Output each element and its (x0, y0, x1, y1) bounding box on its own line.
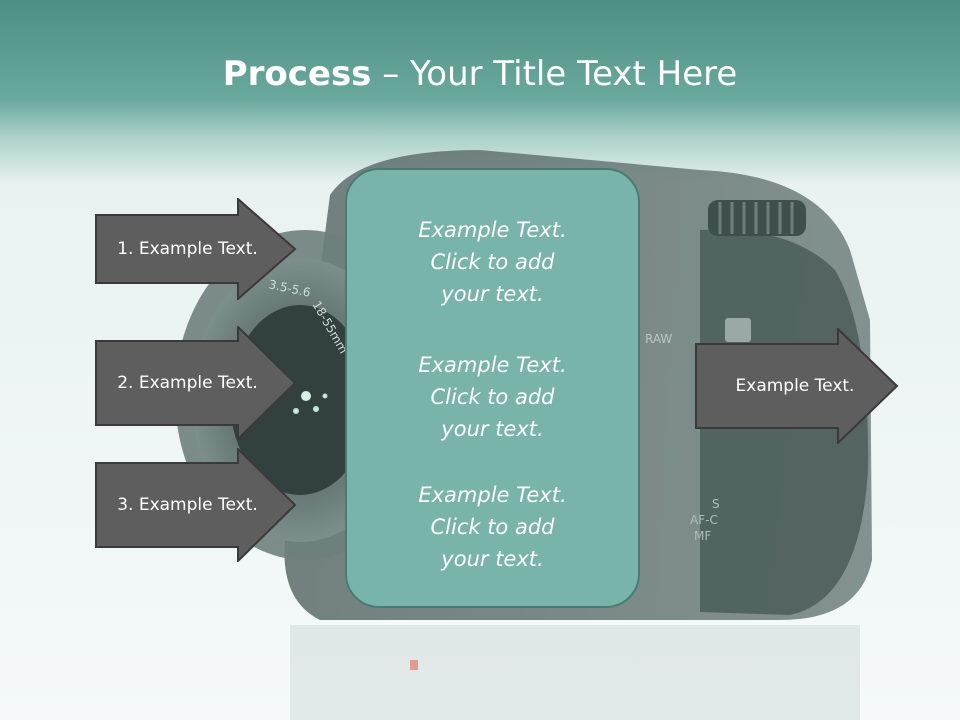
left-arrow-2-label: 2. Example Text. (117, 373, 258, 393)
slide-title[interactable]: Process – Your Title Text Here (0, 52, 960, 96)
center-paragraph-1-line-3: your text. (441, 282, 544, 306)
center-text-box[interactable]: Example Text. Click to add your text. Ex… (345, 168, 640, 608)
center-paragraph-2-line-1: Example Text. (418, 353, 567, 377)
center-paragraph-3[interactable]: Example Text. Click to add your text. (347, 479, 638, 575)
left-arrow-1[interactable]: 1. Example Text. (95, 198, 297, 300)
left-arrow-3[interactable]: 3. Example Text. (95, 448, 297, 562)
afc-marking: AF-C (690, 513, 718, 527)
raw-marking: RAW (645, 332, 672, 346)
center-paragraph-3-line-1: Example Text. (418, 483, 567, 507)
center-paragraph-2-line-3: your text. (441, 417, 544, 441)
title-bold: Process (222, 54, 372, 94)
center-paragraph-1[interactable]: Example Text. Click to add your text. (347, 214, 638, 310)
s-marking: S (712, 497, 720, 511)
center-paragraph-2[interactable]: Example Text. Click to add your text. (347, 349, 638, 445)
center-paragraph-1-line-1: Example Text. (418, 218, 567, 242)
center-paragraph-3-line-3: your text. (441, 547, 544, 571)
header-band: Process – Your Title Text Here (0, 0, 960, 150)
center-paragraph-1-line-2: Click to add (430, 250, 555, 274)
center-paragraph-3-line-2: Click to add (430, 515, 555, 539)
mf-marking: MF (694, 529, 711, 543)
left-arrow-1-label: 1. Example Text. (117, 239, 258, 259)
right-arrow[interactable]: Example Text. (695, 328, 899, 444)
right-arrow-label: Example Text. (735, 376, 855, 396)
left-arrow-3-label: 3. Example Text. (117, 495, 258, 515)
left-arrow-2[interactable]: 2. Example Text. (95, 326, 297, 440)
title-rest: – Your Title Text Here (371, 54, 738, 94)
center-paragraph-2-line-2: Click to add (430, 385, 555, 409)
